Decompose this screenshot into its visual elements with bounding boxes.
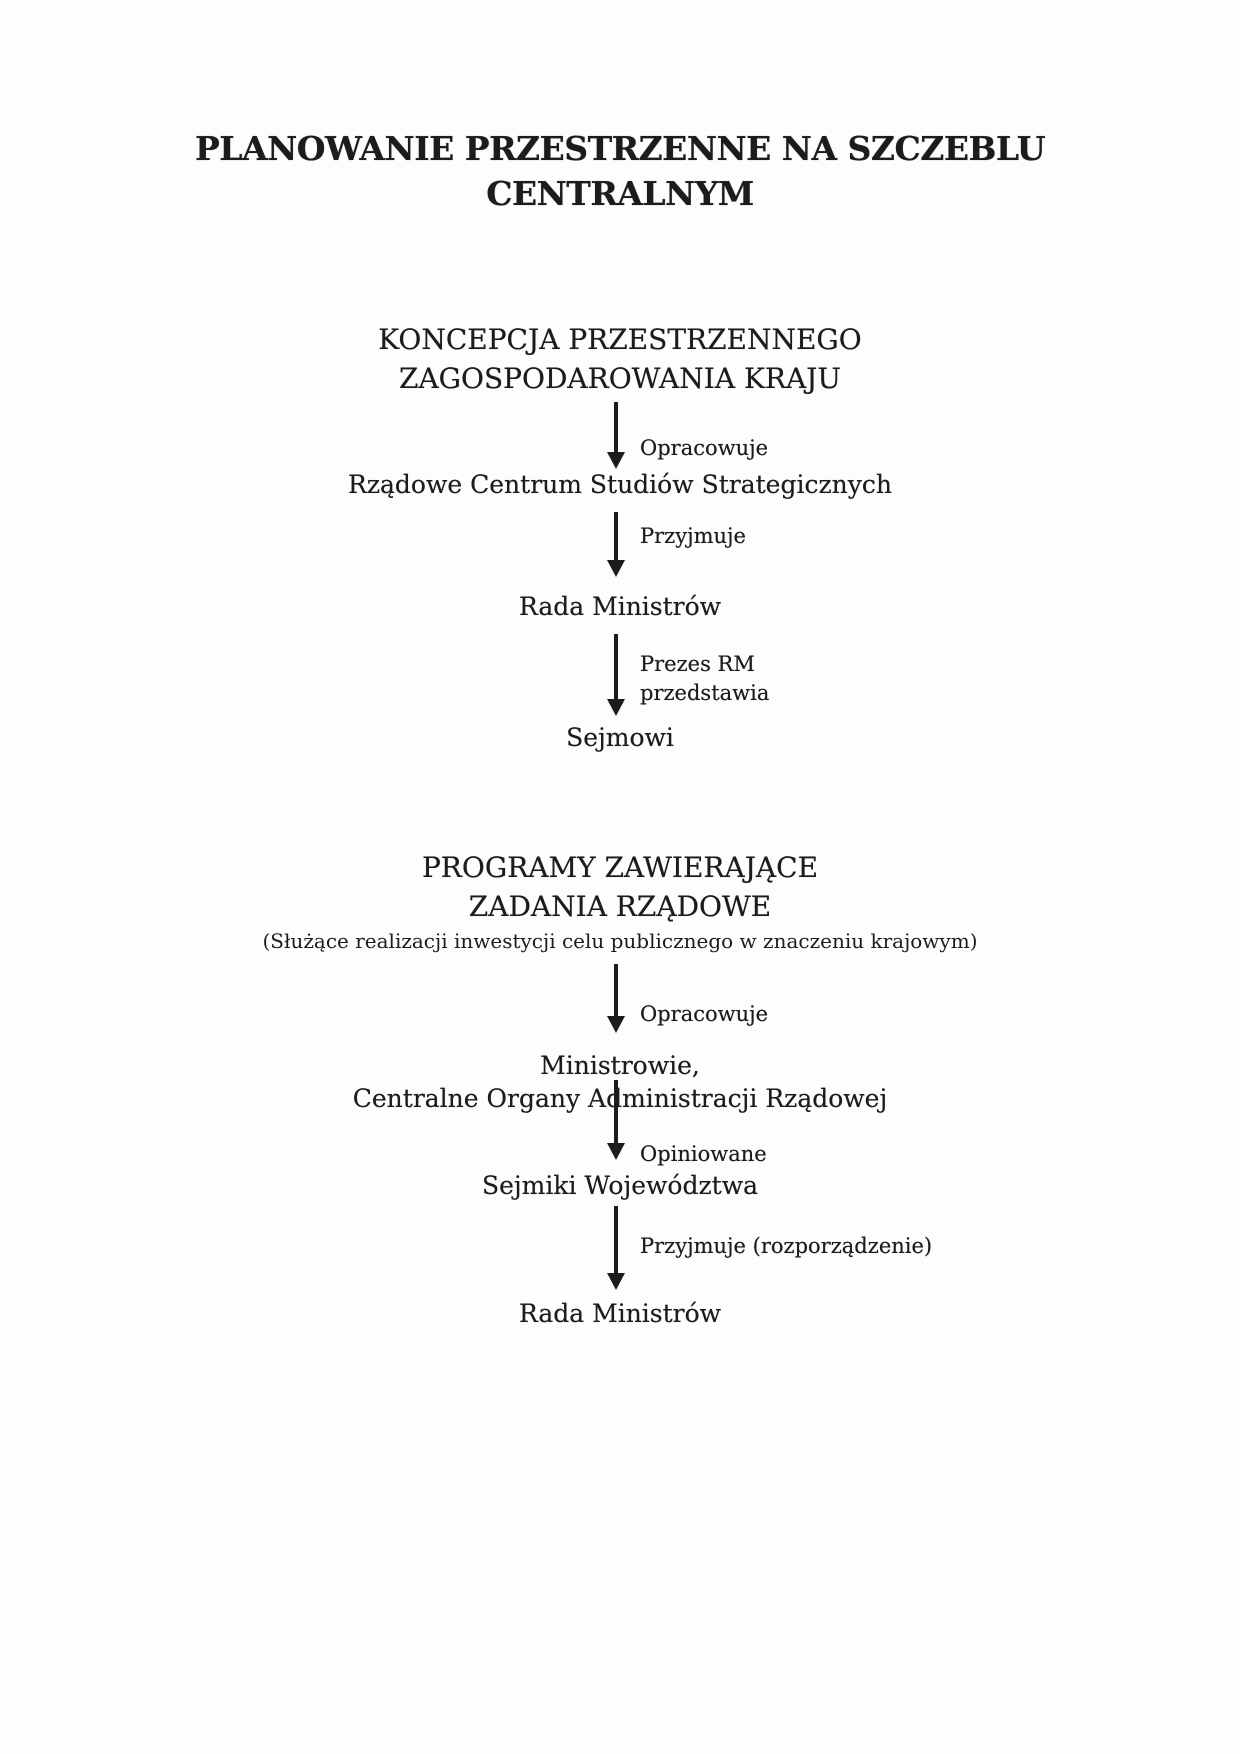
arrow-down-icon: [607, 1016, 625, 1033]
arrow-shaft: [614, 512, 618, 564]
flow-arrow-przyjmuje-1: Przyjmuje: [607, 512, 746, 577]
section2-heading-line2: ZADANIA RZĄDOWE: [468, 890, 772, 923]
node-ministrowie-line2: Centralne Organy Administracji Rządowej: [352, 1084, 888, 1113]
arrow-label-line1: Prezes RM: [640, 652, 755, 676]
section1-heading: KONCEPCJA PRZESTRZENNEGO ZAGOSPODAROWANI…: [0, 320, 1240, 398]
flow-arrow-opiniowane: Opiniowane: [607, 1080, 767, 1166]
section2-heading: PROGRAMY ZAWIERAJĄCE ZADANIA RZĄDOWE: [0, 848, 1240, 926]
node-ministrowie-line1: Ministrowie,: [540, 1051, 700, 1080]
section2-subtitle: (Służące realizacji inwestycji celu publ…: [262, 929, 978, 953]
arrow-label: Opracowuje: [640, 1002, 769, 1026]
section1-heading-line1: KONCEPCJA PRZESTRZENNEGO: [378, 323, 862, 356]
section1-heading-line2: ZAGOSPODAROWANIA KRAJU: [398, 362, 841, 395]
arrow-shaft: [614, 402, 618, 456]
arrow-down-icon: [607, 699, 625, 716]
arrow-label-line2: przedstawia: [640, 681, 770, 705]
section2-heading-line1: PROGRAMY ZAWIERAJĄCE: [421, 851, 819, 884]
node-rada-ministrow-2: Rada Ministrów: [518, 1299, 722, 1328]
flow-arrow-przyjmuje-2: Przyjmuje (rozporządzenie): [607, 1206, 932, 1290]
node-rada-ministrow-1: Rada Ministrów: [518, 592, 722, 621]
arrow-down-icon: [607, 560, 625, 577]
arrow-down-icon: [607, 1273, 625, 1290]
node-sejmowi: Sejmowi: [566, 723, 674, 752]
page-title-line2: CENTRALNYM: [486, 174, 754, 213]
flow-arrow-opracowuje-2: Opracowuje: [607, 964, 768, 1033]
node-ministrowie: Ministrowie, Centralne Organy Administra…: [0, 1049, 1240, 1115]
arrow-label: Opracowuje: [640, 436, 769, 460]
arrow-label: Opiniowane: [640, 1142, 767, 1166]
arrow-shaft: [614, 964, 618, 1020]
page-title: PLANOWANIE PRZESTRZENNE NA SZCZEBLU CENT…: [0, 126, 1240, 216]
arrow-down-icon: [607, 452, 625, 469]
flow-arrow-prezes-rm: Prezes RM przedstawia: [607, 634, 769, 716]
arrow-label: Prezes RM przedstawia: [640, 650, 769, 708]
arrow-label: Przyjmuje: [640, 524, 746, 548]
arrow-shaft: [614, 1080, 618, 1147]
page-title-line1: PLANOWANIE PRZESTRZENNE NA SZCZEBLU: [194, 129, 1046, 168]
arrow-down-icon: [607, 1143, 625, 1160]
flow-arrow-opracowuje-1: Opracowuje: [607, 402, 768, 469]
arrow-shaft: [614, 1206, 618, 1277]
arrow-label: Przyjmuje (rozporządzenie): [640, 1234, 933, 1258]
arrow-shaft: [614, 634, 618, 703]
node-sejmiki-wojewodztwa: Sejmiki Województwa: [481, 1171, 759, 1200]
node-rzadowe-centrum: Rządowe Centrum Studiów Strategicznych: [348, 470, 892, 499]
